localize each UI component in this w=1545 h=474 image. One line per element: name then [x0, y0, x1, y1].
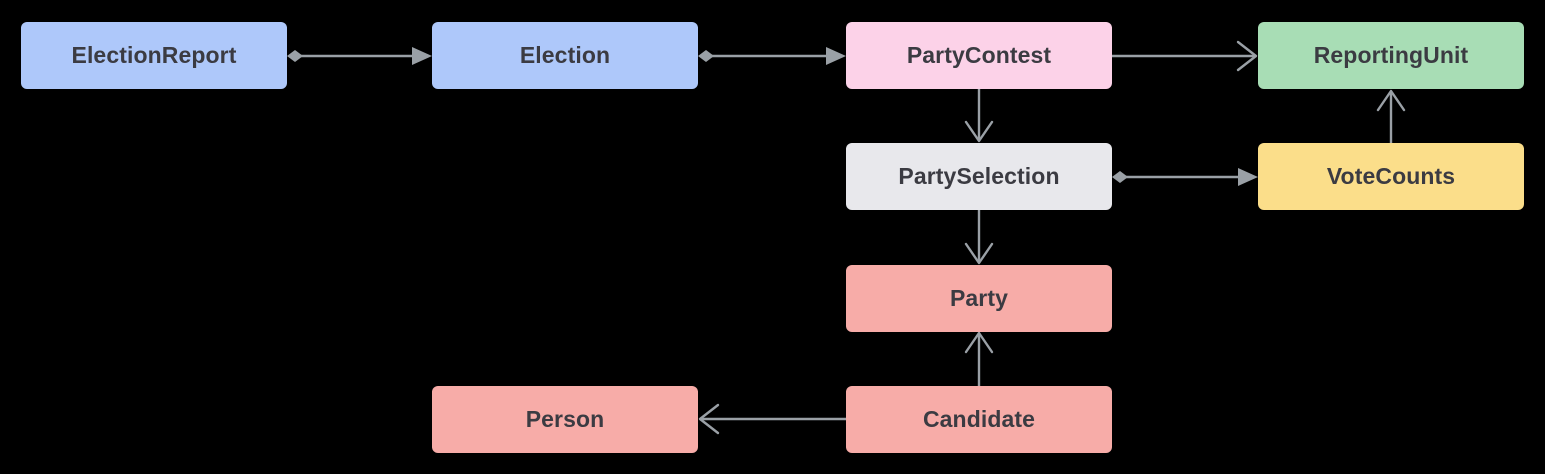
edge-candidate-person [698, 403, 846, 435]
node-candidate[interactable]: Candidate [846, 386, 1112, 453]
node-party-contest[interactable]: PartyContest [846, 22, 1112, 89]
node-election-report[interactable]: ElectionReport [21, 22, 287, 89]
node-label: ElectionReport [71, 42, 237, 68]
edge-election-report-election [287, 47, 432, 65]
node-person[interactable]: Person [432, 386, 698, 453]
node-label: VoteCounts [1326, 163, 1456, 189]
edge-party-selection-party [964, 210, 994, 265]
node-label: Person [525, 406, 605, 432]
node-label: PartySelection [898, 163, 1060, 189]
edge-vote-counts-reporting-unit [1376, 89, 1406, 143]
edge-party-contest-party-selection [964, 89, 994, 143]
node-label: PartyContest [906, 42, 1052, 68]
node-label: Candidate [922, 406, 1036, 432]
edge-election-party-contest [698, 47, 846, 65]
node-party-selection[interactable]: PartySelection [846, 143, 1112, 210]
node-vote-counts[interactable]: VoteCounts [1258, 143, 1524, 210]
node-label: Party [949, 285, 1009, 311]
node-party[interactable]: Party [846, 265, 1112, 332]
edge-party-contest-reporting-unit [1112, 40, 1258, 72]
node-label: Election [519, 42, 611, 68]
edge-party-selection-vote-counts [1112, 168, 1258, 186]
node-election[interactable]: Election [432, 22, 698, 89]
node-label: ReportingUnit [1313, 42, 1469, 68]
node-reporting-unit[interactable]: ReportingUnit [1258, 22, 1524, 89]
edge-candidate-party [964, 331, 994, 386]
